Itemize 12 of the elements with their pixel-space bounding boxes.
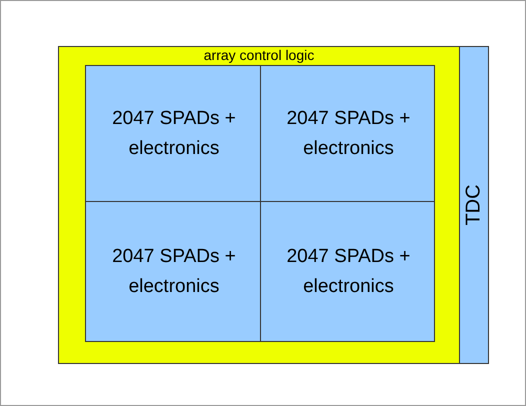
block-label: 2047 SPADs + electronics — [286, 244, 412, 298]
logic-block — [58, 46, 460, 364]
pixel-block — [85, 201, 261, 342]
tdc-bar — [459, 46, 489, 364]
bar-label: TDC — [462, 184, 486, 226]
pixel-block — [260, 201, 435, 342]
pixel-block — [85, 65, 261, 202]
block-label: 2047 SPADs + electronics — [111, 106, 237, 160]
block-label: 2047 SPADs + electronics — [111, 244, 237, 298]
block-title: array control logic — [202, 47, 316, 63]
pixel-block — [260, 65, 435, 202]
block-label: 2047 SPADs + electronics — [286, 106, 412, 160]
